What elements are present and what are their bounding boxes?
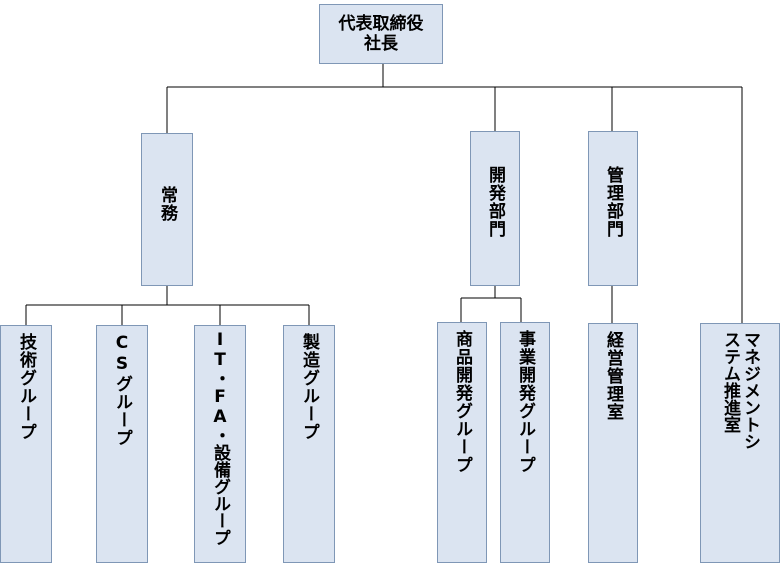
keiei-office-label: 経営管理室 <box>603 331 623 421</box>
seizo-group-box: 製造グループ <box>283 325 335 563</box>
ceo-box: 代表取締役 社長 <box>319 4 443 64</box>
gijutsu-group-label: 技術グループ <box>16 333 36 441</box>
senmu-label: 常務 <box>157 186 177 222</box>
ceo-title-line1: 代表取締役 <box>338 14 424 34</box>
kaihatsu-division-label: 開発部門 <box>485 166 505 238</box>
kanri-division-label: 管理部門 <box>603 166 623 238</box>
itfa-group-label: IT・FA・設備グループ <box>210 330 230 546</box>
itfa-group-box: IT・FA・設備グループ <box>194 325 246 563</box>
cs-group-label: CSグループ <box>112 333 132 447</box>
keiei-office-box: 経営管理室 <box>588 323 638 563</box>
kaihatsu-division-box: 開発部門 <box>470 131 520 286</box>
kanri-division-box: 管理部門 <box>588 131 638 286</box>
seizo-group-label: 製造グループ <box>299 333 319 441</box>
ceo-title-line2: 社長 <box>364 34 398 54</box>
shohin-group-label: 商品開発グループ <box>452 330 472 474</box>
management-system-office-label: マネジメントシステム推進室 <box>720 331 760 450</box>
jigyo-group-label: 事業開発グループ <box>515 330 535 474</box>
cs-group-box: CSグループ <box>96 325 148 563</box>
jigyo-group-box: 事業開発グループ <box>500 322 550 563</box>
management-system-office-box: マネジメントシステム推進室 <box>700 323 780 563</box>
shohin-group-box: 商品開発グループ <box>437 322 487 563</box>
gijutsu-group-box: 技術グループ <box>0 325 52 563</box>
senmu-box: 常務 <box>141 133 193 286</box>
